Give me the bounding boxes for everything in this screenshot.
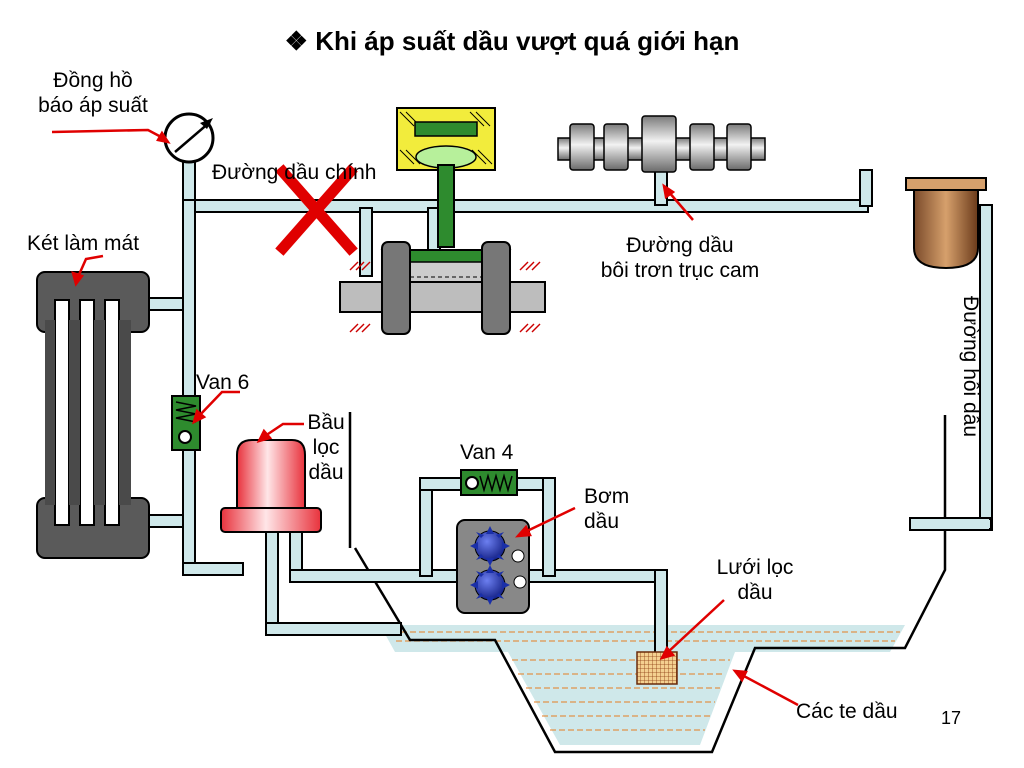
label-camshaft-line1: Đường dầu: [626, 234, 734, 257]
crank-assembly: [339, 107, 546, 335]
diamond-bullet-icon: ❖: [284, 26, 308, 56]
label-valve-4: Van 4: [460, 441, 514, 464]
page-number: 17: [941, 708, 962, 728]
label-oil-pump: Bơm dầu: [584, 484, 629, 534]
label-oil-pump-line2: dầu: [584, 510, 620, 533]
label-oil-filter: Bầu lọc dầu: [300, 410, 352, 485]
label-pointers: [51, 128, 799, 707]
oil-pipes: [146, 159, 993, 656]
label-oil-filter-line2: lọc: [312, 436, 340, 459]
label-camshaft-line2: bôi trơn trục cam: [600, 259, 760, 282]
camshaft: [557, 115, 766, 173]
label-strainer-line2: dầu: [737, 581, 773, 604]
label-oil-filter-line3: dầu: [308, 461, 344, 484]
oil-pump: [456, 519, 530, 614]
label-oil-sump: Các te dầu: [796, 700, 898, 723]
slide-title: ❖ Khi áp suất dầu vượt quá giới hạn: [0, 26, 1024, 57]
label-oil-filter-line1: Bầu: [307, 411, 345, 434]
label-oil-pump-line1: Bơm: [584, 485, 630, 508]
oil-reservoir: [905, 177, 987, 270]
label-return-line: Đường hồi dầu: [959, 296, 982, 438]
label-camshaft-oil-line: Đường dầu bôi trơn trục cam: [575, 233, 785, 283]
label-valve-6: Van 6: [196, 371, 250, 394]
label-oil-cooler: Két làm mát: [27, 232, 140, 255]
label-strainer-line1: Lưới lọc: [716, 556, 794, 579]
pipe-joints: [185, 202, 990, 633]
label-pressure-gauge-line1: Đồng hồ: [53, 69, 133, 92]
relief-valve-6: [171, 395, 201, 451]
oil-cooler: [36, 271, 150, 559]
title-text: Khi áp suất dầu vượt quá giới hạn: [315, 26, 740, 56]
label-main-oil-line: Đường dầu chính: [212, 161, 377, 184]
label-strainer: Lưới lọc dầu: [700, 555, 810, 605]
label-pressure-gauge-line2: báo áp suất: [38, 94, 148, 117]
oil-sump: [348, 412, 985, 754]
red-x-cross: [275, 164, 358, 256]
oil-strainer: [636, 651, 678, 685]
bypass-valve-4: [460, 469, 518, 496]
gauge-icon: [163, 112, 215, 164]
oil-filter: [220, 439, 322, 533]
label-pressure-gauge: Đồng hồ báo áp suất: [33, 68, 153, 118]
